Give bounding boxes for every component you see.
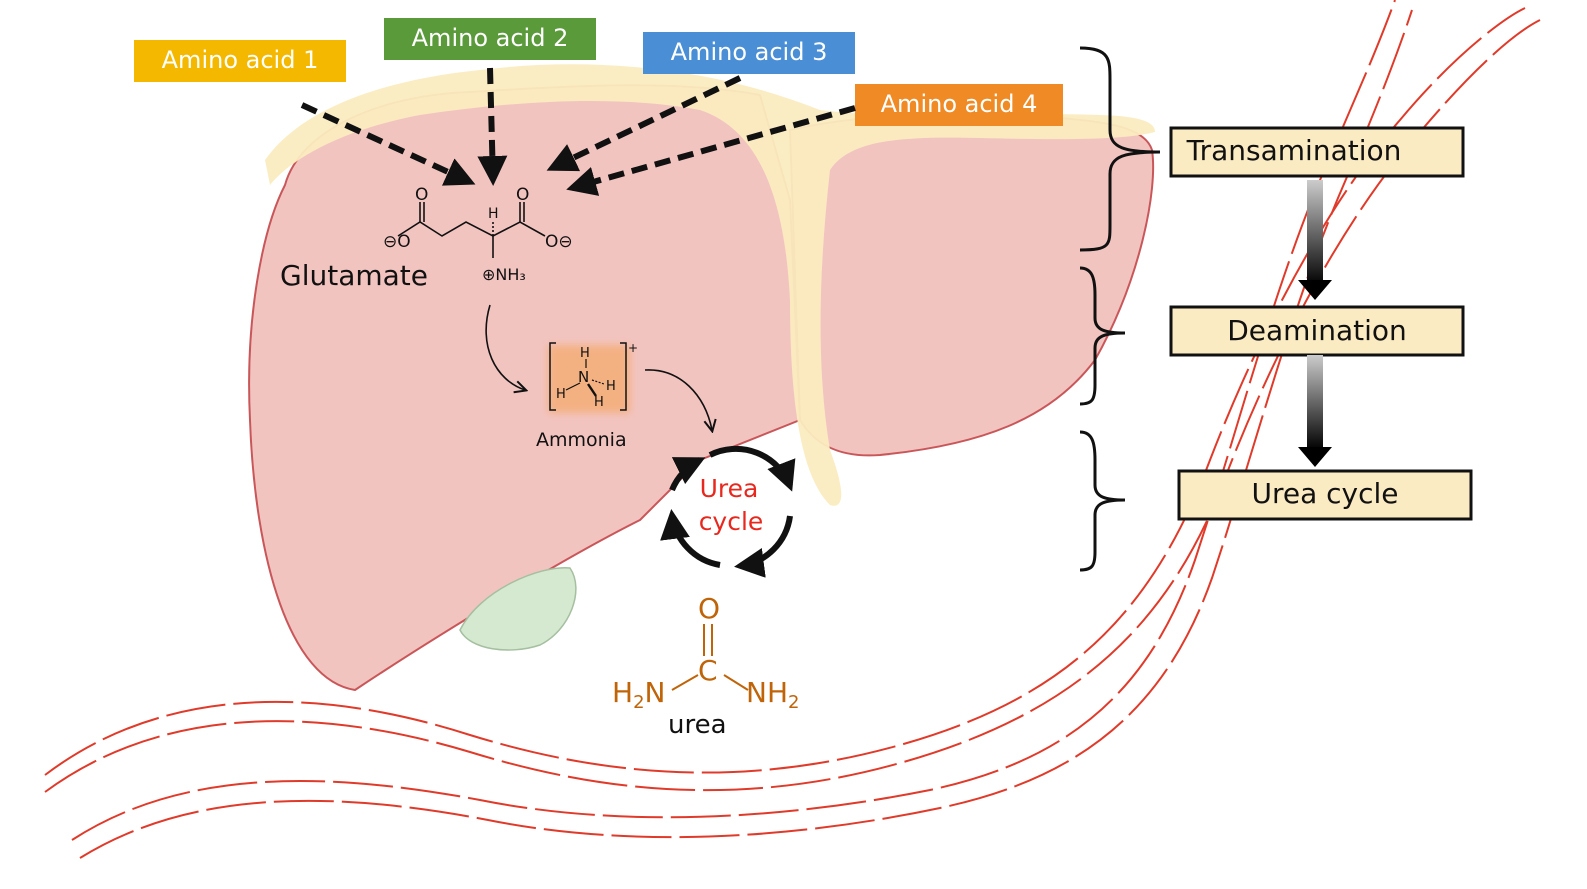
step-label-transamination: Transamination	[1186, 134, 1402, 167]
svg-text:⊕NH₃: ⊕NH₃	[482, 265, 526, 284]
arrow-aa3	[546, 75, 742, 172]
svg-text:H: H	[580, 346, 590, 361]
step-arrowhead-1	[1298, 280, 1332, 300]
svg-text:H2N: H2N	[612, 676, 665, 713]
svg-text:C: C	[698, 654, 718, 687]
urea-label: urea	[668, 710, 727, 740]
arrow-ammonia-to-urea-cycle	[644, 369, 712, 430]
svg-text:O: O	[698, 592, 720, 625]
urea-cycle-diagram	[660, 445, 796, 578]
svg-text:+: +	[628, 341, 638, 355]
amino-acid-2-label: Amino acid 2	[412, 24, 569, 52]
amino-acid-4-label: Amino acid 4	[881, 90, 1038, 118]
amino-acid-3-label: Amino acid 3	[671, 38, 828, 66]
step-box-deamination	[1169, 305, 1465, 357]
urea-cycle-label-line2: cycle	[699, 507, 764, 536]
glutamate-label: Glutamate	[280, 259, 428, 292]
ammonia-label: Ammonia	[536, 429, 627, 451]
step-box-urea-cycle	[1177, 469, 1473, 521]
amino-acid-4-box	[855, 84, 1063, 126]
urea-structure: O C H2N NH2	[612, 592, 799, 713]
liver-right-lobe	[788, 112, 1155, 457]
falciform-ligament	[265, 64, 1155, 506]
glutamate-structure	[397, 202, 546, 258]
amino-acid-1-label: Amino acid 1	[162, 46, 319, 74]
ammonium-ion: + H N H H H	[548, 341, 638, 413]
glutamate-atoms: O O ⊖O O⊖ H ⊕NH₃	[383, 185, 573, 284]
amino-acid-boxes: Amino acid 1 Amino acid 2 Amino acid 3 A…	[134, 18, 1063, 126]
arrow-aa2	[477, 67, 508, 186]
svg-text:H: H	[556, 387, 566, 402]
gallbladder	[459, 567, 577, 651]
transamination-arrows	[300, 67, 856, 196]
svg-text:O: O	[415, 185, 428, 205]
brace-urea-cycle	[1079, 430, 1126, 572]
step-flow: Transamination Deamination Urea cycle	[1169, 126, 1473, 521]
svg-text:H: H	[606, 379, 616, 394]
svg-text:H: H	[488, 206, 499, 222]
svg-text:O⊖: O⊖	[545, 232, 573, 252]
amino-acid-3-box	[643, 32, 855, 74]
brace-transamination	[1079, 46, 1161, 252]
step-box-transamination	[1169, 126, 1465, 178]
braces	[1079, 46, 1161, 572]
urea-cycle-label-line1: Urea	[700, 474, 759, 503]
svg-text:O: O	[516, 185, 529, 205]
step-arrow-1	[1307, 180, 1323, 286]
arrow-glutamate-to-ammonia	[485, 304, 525, 390]
amino-acid-2-box	[384, 18, 596, 60]
svg-text:NH2: NH2	[746, 676, 799, 713]
svg-text:N: N	[578, 368, 589, 386]
arrow-aa4	[566, 105, 856, 196]
step-label-urea-cycle: Urea cycle	[1251, 477, 1398, 510]
step-label-deamination: Deamination	[1227, 314, 1407, 347]
brace-deamination	[1079, 266, 1126, 406]
amino-acid-1-box	[134, 40, 346, 82]
svg-text:⊖O: ⊖O	[383, 232, 411, 252]
vessel-upper-b	[79, 9, 1413, 859]
step-arrow-2	[1307, 355, 1323, 450]
vessel-upper-a	[71, 0, 1396, 841]
arrow-aa1	[300, 102, 476, 186]
step-arrowhead-2	[1298, 447, 1332, 467]
svg-text:H: H	[594, 395, 604, 410]
